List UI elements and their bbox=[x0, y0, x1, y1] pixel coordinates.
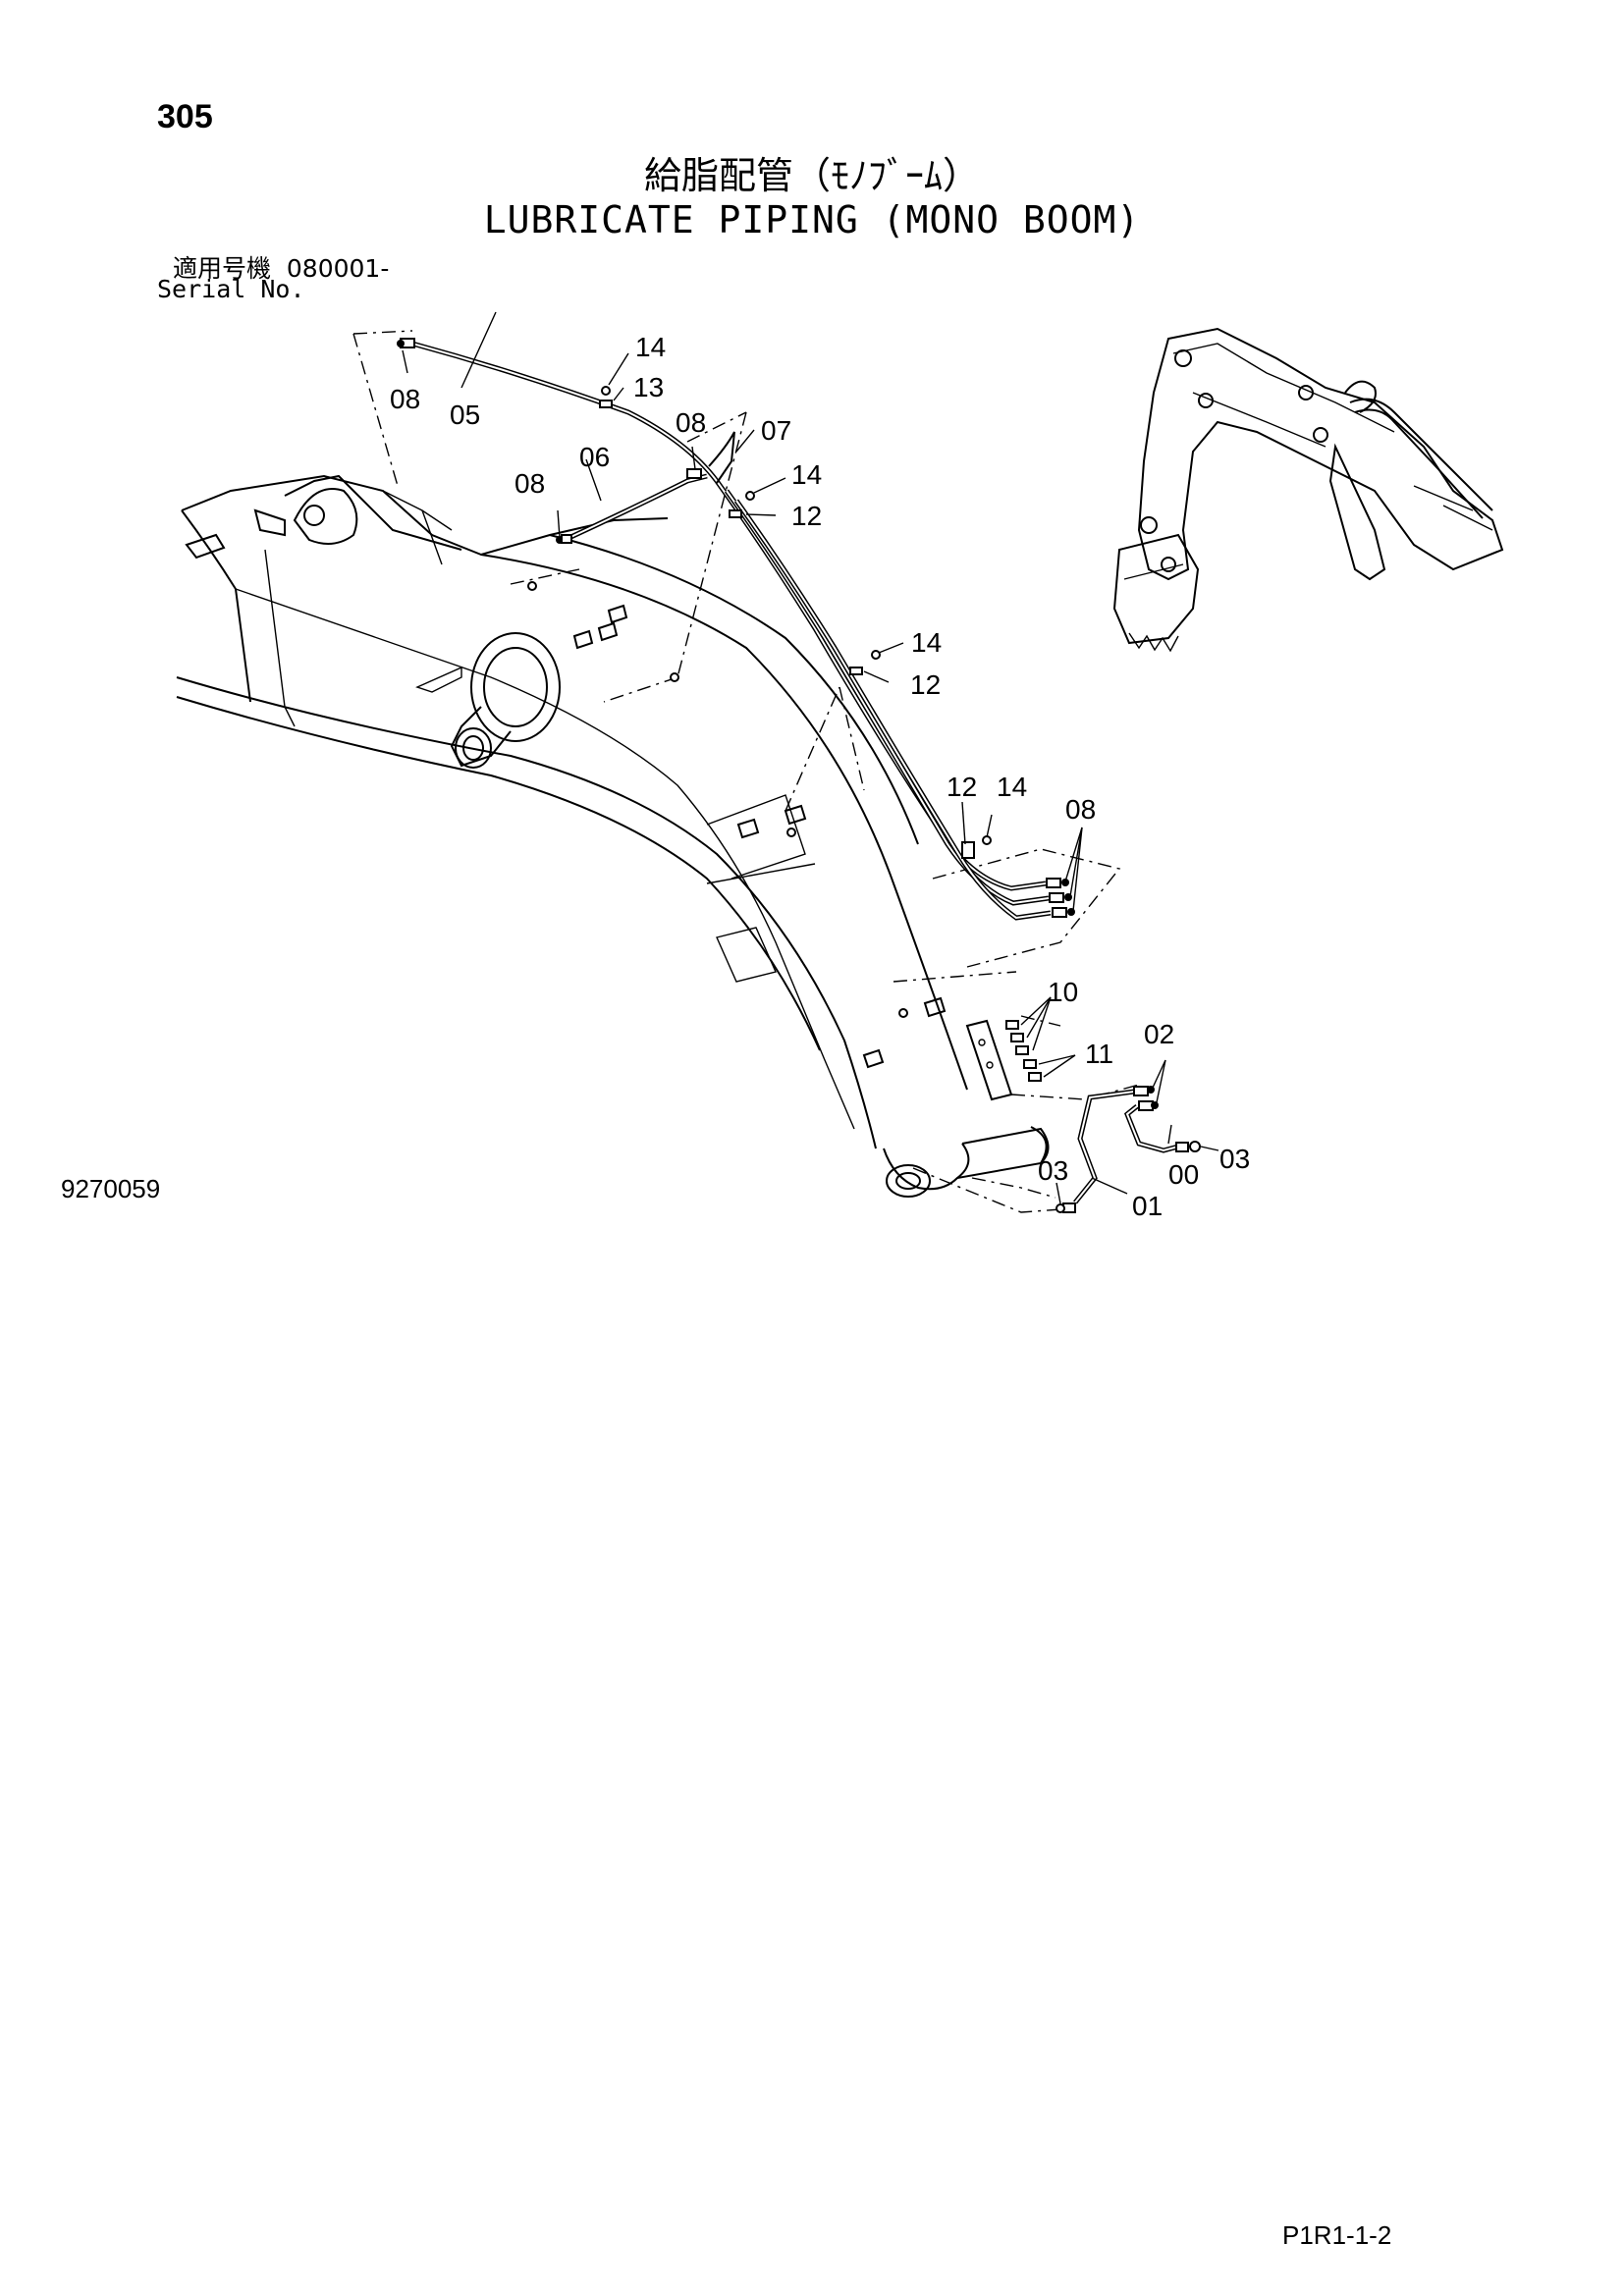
callout-08-d: 08 bbox=[1065, 794, 1096, 825]
drawing-number: 9270059 bbox=[61, 1174, 161, 1203]
serial-label-en: Serial No. bbox=[157, 275, 305, 303]
fittings bbox=[397, 338, 1201, 1213]
callout-labels: 08 05 14 13 08 07 06 08 14 12 14 12 12 1… bbox=[390, 332, 1250, 1221]
callout-13: 13 bbox=[633, 372, 664, 402]
title-english: LUBRICATE PIPING (MONO BOOM) bbox=[483, 198, 1141, 241]
callout-08-c: 08 bbox=[514, 468, 545, 499]
callout-14-d: 14 bbox=[997, 772, 1027, 802]
boom-structure bbox=[176, 474, 1050, 1198]
callout-03-b: 03 bbox=[1219, 1144, 1250, 1174]
leader-lines bbox=[402, 311, 1219, 1204]
reference-lines bbox=[352, 330, 1140, 1213]
callout-11: 11 bbox=[1085, 1039, 1113, 1069]
callout-06: 06 bbox=[579, 442, 610, 472]
callout-00: 00 bbox=[1168, 1159, 1199, 1190]
callout-07: 07 bbox=[761, 415, 791, 446]
callout-14-b: 14 bbox=[791, 459, 822, 490]
callout-14-c: 14 bbox=[911, 627, 942, 658]
excavator-thumbnail bbox=[1112, 327, 1504, 653]
lube-pipes bbox=[411, 341, 1179, 1204]
callout-05: 05 bbox=[450, 400, 480, 430]
callout-08-a: 08 bbox=[390, 384, 420, 414]
callout-02: 02 bbox=[1144, 1019, 1174, 1049]
page-number: 305 bbox=[157, 98, 213, 135]
callout-14-a: 14 bbox=[635, 332, 666, 362]
page-reference: P1R1-1-2 bbox=[1282, 2220, 1392, 2250]
callout-12-c: 12 bbox=[947, 772, 977, 802]
callout-10: 10 bbox=[1048, 977, 1078, 1007]
callout-01: 01 bbox=[1132, 1191, 1163, 1221]
callout-08-b: 08 bbox=[676, 407, 706, 438]
callout-12-a: 12 bbox=[791, 501, 822, 531]
serial-applicability-jp: 適用号機 080001- bbox=[173, 254, 390, 283]
callout-03-a: 03 bbox=[1038, 1155, 1068, 1186]
callout-12-b: 12 bbox=[910, 669, 941, 700]
title-japanese: 給脂配管（ﾓﾉﾌﾞｰﾑ） bbox=[643, 154, 980, 197]
